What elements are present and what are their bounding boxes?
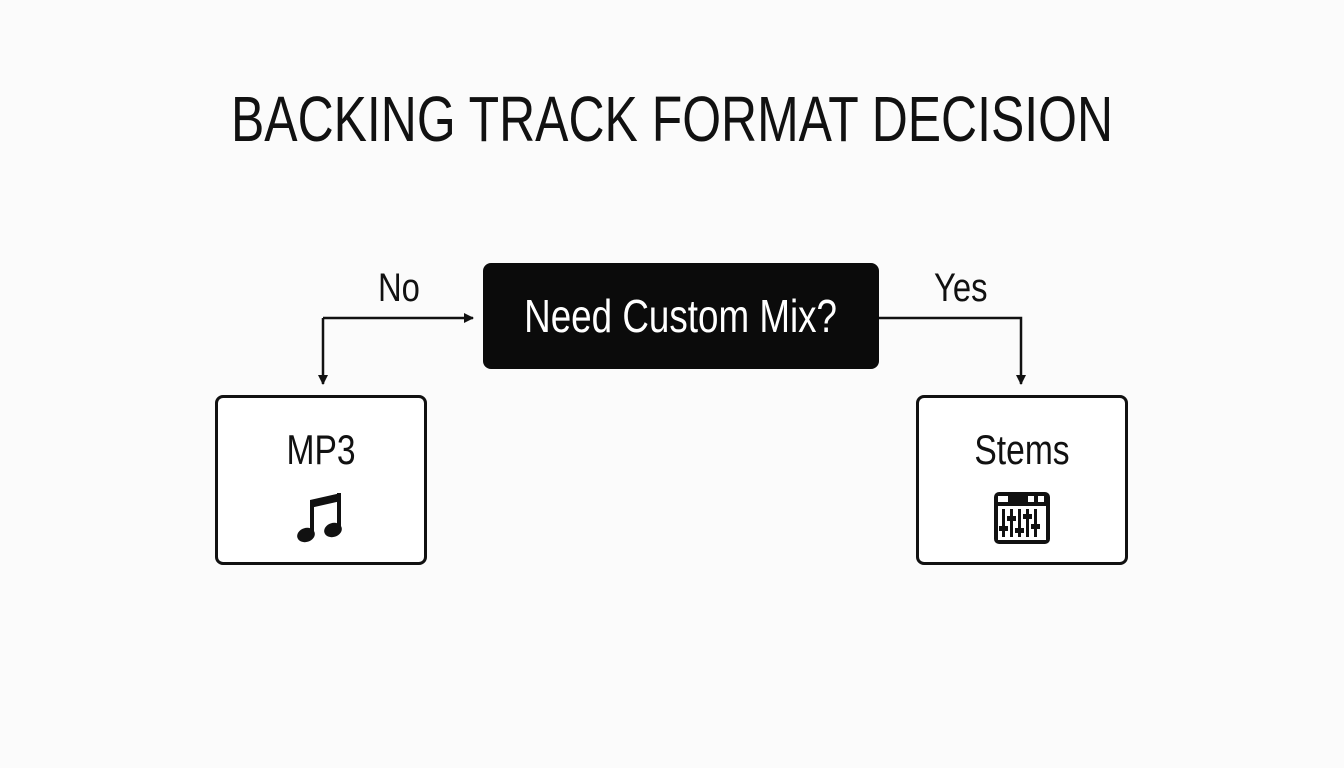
mixer-icon — [992, 490, 1052, 551]
decision-node: Need Custom Mix? — [483, 263, 879, 369]
yes-connector-to-stems — [879, 316, 1026, 385]
outcome-label-mp3: MP3 — [286, 426, 356, 473]
music-note-icon — [295, 490, 347, 551]
branch-label-yes: Yes — [934, 266, 988, 310]
diagram-title: BACKING TRACK FORMAT DECISION — [230, 83, 1114, 155]
decision-label: Need Custom Mix? — [524, 290, 838, 342]
branch-label-no: No — [378, 266, 420, 310]
outcome-node-mp3: MP3 — [215, 395, 427, 565]
outcome-node-stems: Stems — [916, 395, 1128, 565]
outcome-label-stems: Stems — [974, 426, 1070, 473]
